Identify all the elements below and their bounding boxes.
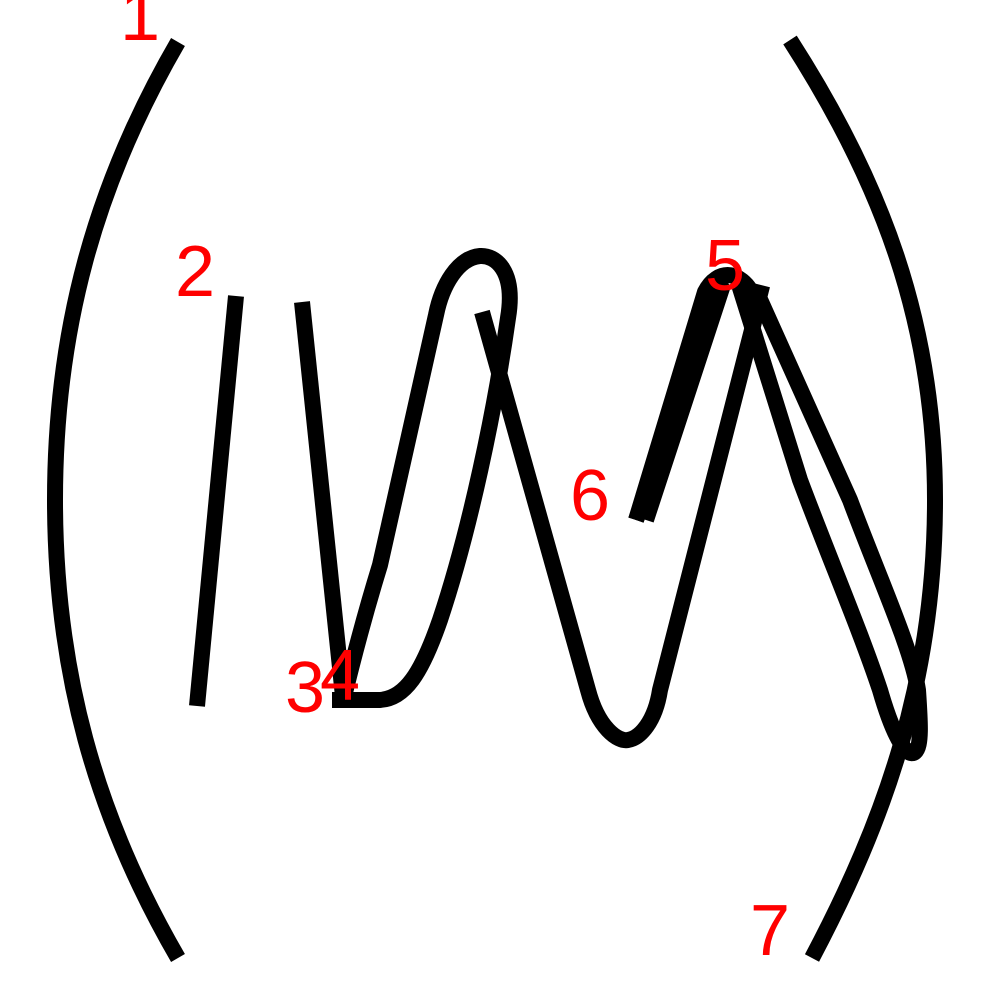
stroke-7-right-paren [783,35,943,962]
stroke-2-line [189,295,244,707]
stroke-5-spike [628,280,730,523]
label-4: 4 [320,636,360,716]
label-1: 1 [120,0,160,56]
stroke-1-left-paren [47,37,185,963]
label-6: 6 [570,456,610,536]
label-3: 3 [285,648,325,728]
label-5: 5 [705,226,745,306]
label-7: 7 [750,891,790,971]
stroke-3-line [294,301,352,707]
stroke-5-zigzag [474,267,764,749]
label-2: 2 [175,232,215,312]
stroke-4-loop [332,248,518,708]
stroke-6-diagonal [732,280,928,762]
